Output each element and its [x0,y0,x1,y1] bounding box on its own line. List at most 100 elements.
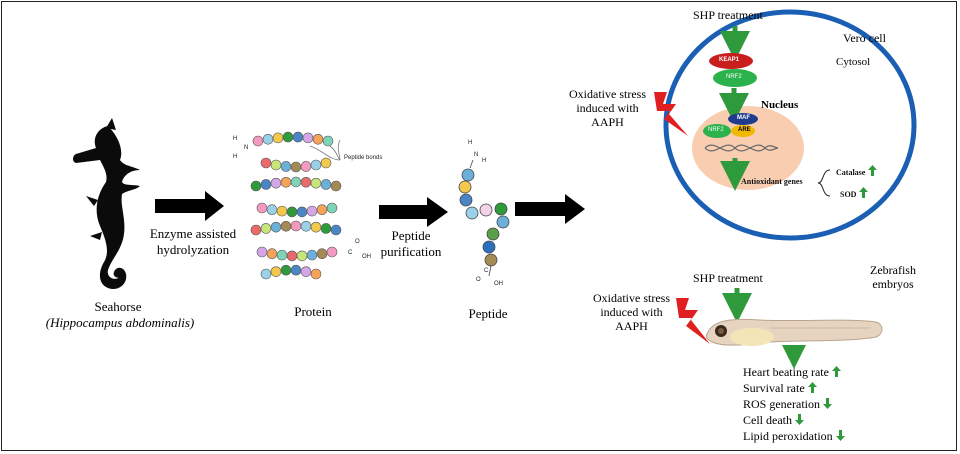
outcome-text: ROS generation [743,397,820,411]
protein-bead [266,248,278,260]
nrf2-nuclear-label: NRF2 [708,127,724,133]
chem-h-4: H [482,158,487,164]
protein-bead [270,221,282,233]
process-arrow-2 [379,197,448,227]
down-arrow-icon [835,430,845,441]
protein-bead [300,177,312,188]
keap1-label: KEAP1 [719,57,740,63]
protein-bead [310,177,322,189]
up-arrow-icon [831,366,841,377]
step1-line2: hydrolyzation [156,242,230,257]
up-arrow-icon [868,165,878,176]
protein-bead [256,202,268,214]
cell-name: Vero cell [843,31,886,45]
chem-n-2: N [474,152,479,158]
up-arrow-icon [859,187,869,198]
protein-bead [290,176,302,188]
seahorse-icon [73,118,140,290]
protein-bead [250,180,262,192]
fish-stress-line2: induced with [600,305,663,319]
chem-h-1: H [233,136,238,142]
protein-bead [300,266,312,277]
nucleus-label: Nucleus [761,99,799,111]
cell-stress-line2: induced with [576,101,639,115]
nrf2-label: NRF2 [726,74,742,80]
protein-bead [280,221,292,232]
nrf2-nuclear-protein [703,124,731,138]
are-element [731,125,755,137]
outcome-item: Survival rate [743,381,845,398]
sod-text: SOD [840,190,857,199]
up-arrow-icon [807,382,817,393]
protein-bead [282,131,294,143]
protein-bead [290,161,302,173]
protein-bead [260,223,272,234]
chem-h-3: H [468,140,473,146]
are-label: ARE [738,127,751,133]
outcome-text: Cell death [743,413,792,427]
protein-bead [310,221,322,233]
catalase-label: Catalase [836,165,878,178]
protein-chain-icon [250,131,342,280]
protein-bead [320,179,332,190]
protein-bead [280,177,292,188]
protein-bead [316,204,328,216]
protein-bead [310,159,322,171]
protein-bead [256,246,268,258]
protein-bead [290,264,302,276]
protein-bead [290,220,302,232]
protein-bead [270,177,282,189]
fish-stress-line3: AAPH [615,319,648,333]
fish-treatment-label: SHP treatment [693,271,763,285]
fish-organism-line1: Zebrafish [870,263,916,277]
peptide-bond-callout [309,139,341,161]
down-arrow-icon [794,414,804,425]
protein-bead [276,249,288,261]
seahorse-label: Seahorse [94,299,142,314]
protein-bead [312,133,324,145]
step1-line1: Enzyme assisted [149,226,237,241]
step2-line1: Peptide [391,228,431,243]
protein-bead [330,224,342,236]
catalase-text: Catalase [836,168,866,177]
lightning-icon [676,298,710,344]
lightning-icon [654,92,688,136]
seahorse-species: (Hippocampus abdominalis) [45,315,195,330]
outcome-text: Survival rate [743,381,805,395]
outcome-text: Lipid peroxidation [743,429,833,443]
protein-bead [330,180,342,192]
protein-bead [322,135,334,147]
peptide-chain-icon [458,159,510,277]
protein-bead [280,161,292,172]
protein-bead [276,205,288,217]
fish-organism-line2: embryos [872,277,914,291]
down-arrow-icon [823,398,832,409]
protein-bead [262,133,274,145]
protein-bead [272,132,284,144]
maf-label: MAF [737,115,750,121]
protein-bead [260,179,272,190]
outcome-item: Cell death [743,413,845,430]
protein-bead [326,202,338,214]
outcome-item: Lipid peroxidation [743,429,845,446]
peptide-label: Peptide [468,306,508,321]
protein-bead [296,250,308,262]
protein-bead [250,224,262,236]
cell-treatment-label: SHP treatment [693,8,763,22]
chem-c-2: C [484,268,489,274]
protein-bead [260,268,272,280]
protein-bead [310,268,322,280]
outcome-text: Heart beating rate [743,365,829,379]
protein-bead [300,221,312,232]
chem-oh-2: OH [494,281,503,287]
protein-bead [320,223,332,234]
outcome-item: ROS generation [743,397,845,414]
outcome-item: Heart beating rate [743,365,845,382]
protein-bead [286,206,298,218]
cytosol-label: Cytosol [836,56,871,68]
maf-protein [728,113,758,125]
antioxidant-genes-label: Antioxidant genes [741,177,803,186]
protein-bead [302,132,314,144]
